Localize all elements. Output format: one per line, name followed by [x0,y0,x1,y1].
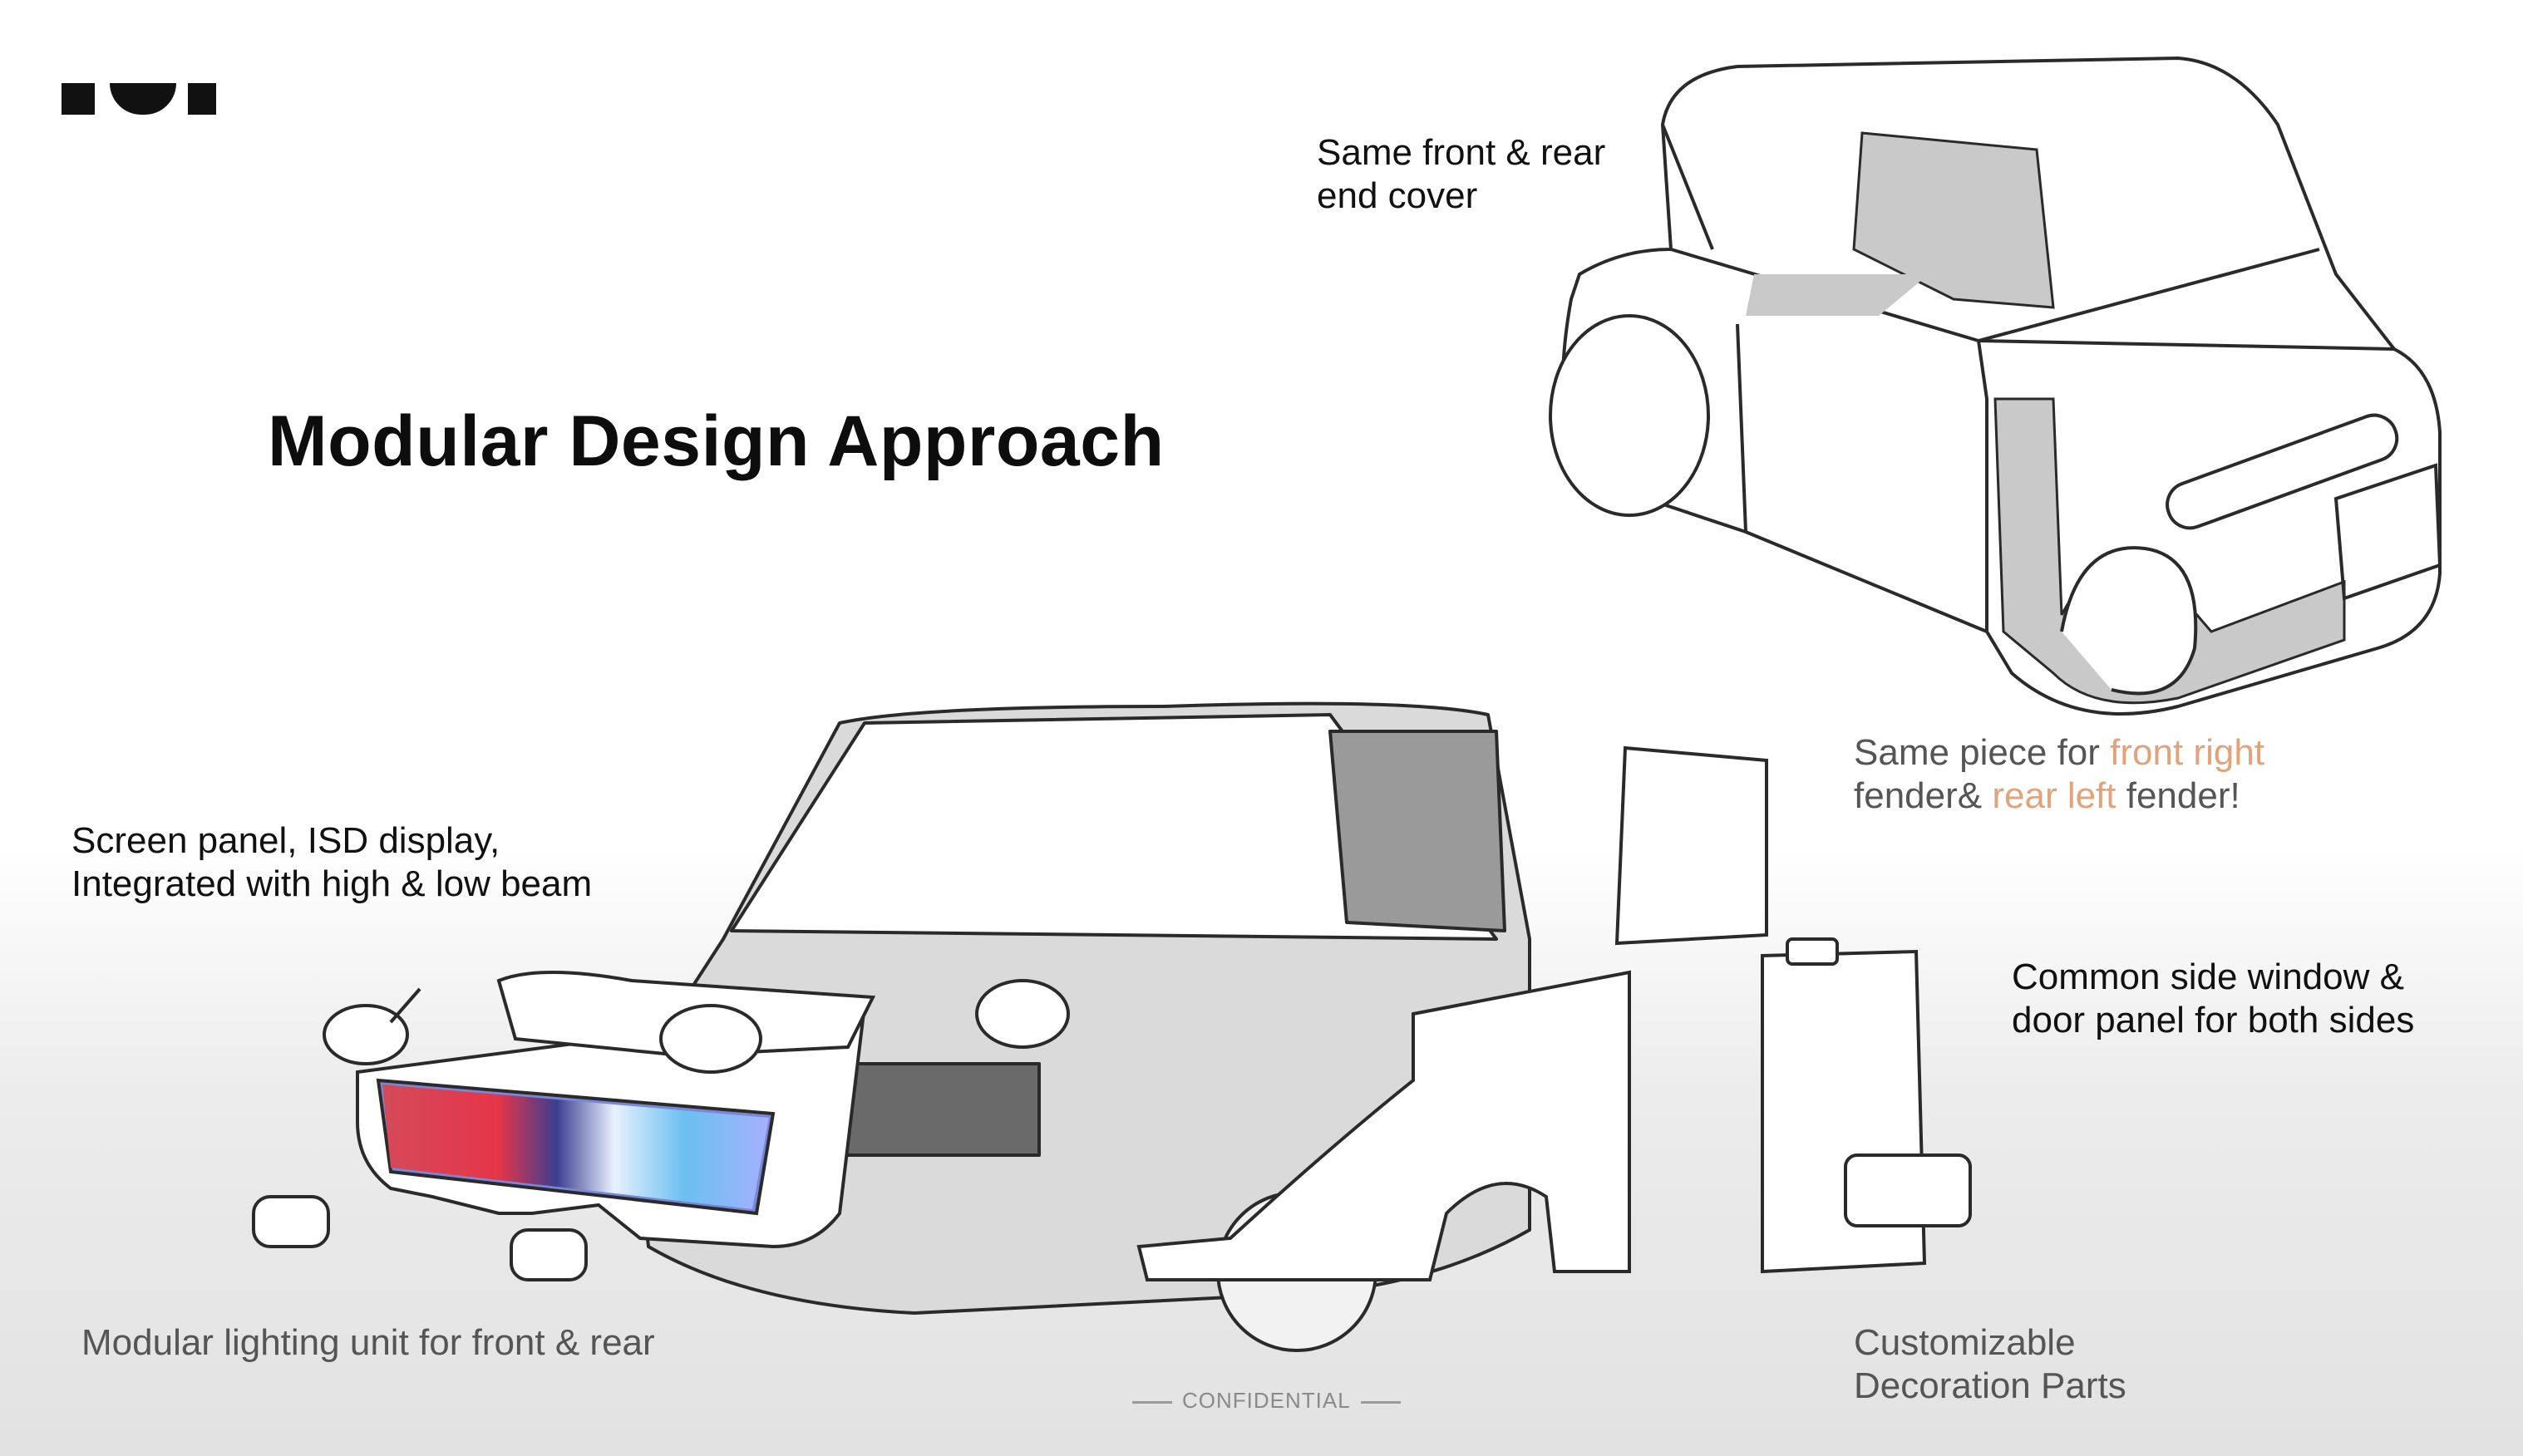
confidential-footer: CONFIDENTIAL [1122,1388,1411,1414]
logo-icon [62,83,216,115]
caption-lighting-unit: Modular lighting unit for front & rear [81,1322,655,1363]
caption-fender: Same piece for front right fender& rear … [1854,732,2265,816]
vehicle-wheels [1549,314,2198,696]
caption-side-window: Common side window & door panel for both… [2012,957,2415,1040]
slide-title: Modular Design Approach [268,401,1165,481]
side-window-door-parts [1614,745,1972,1274]
fender-part [1136,970,1631,1281]
caption-front-rear-cover: Same front & rear end cover [1317,132,1606,216]
lighting-modules [252,987,762,1281]
front-bumper-module [356,971,876,1249]
caption-screen-panel: Screen panel, ISD display, Integrated wi… [71,820,593,904]
exploded-vehicle [630,701,1531,1352]
vehicle-lamps [2166,413,2442,601]
vehicle-body-outline [1561,57,2442,716]
caption-decoration: Customizable Decoration Parts [1854,1322,2126,1406]
